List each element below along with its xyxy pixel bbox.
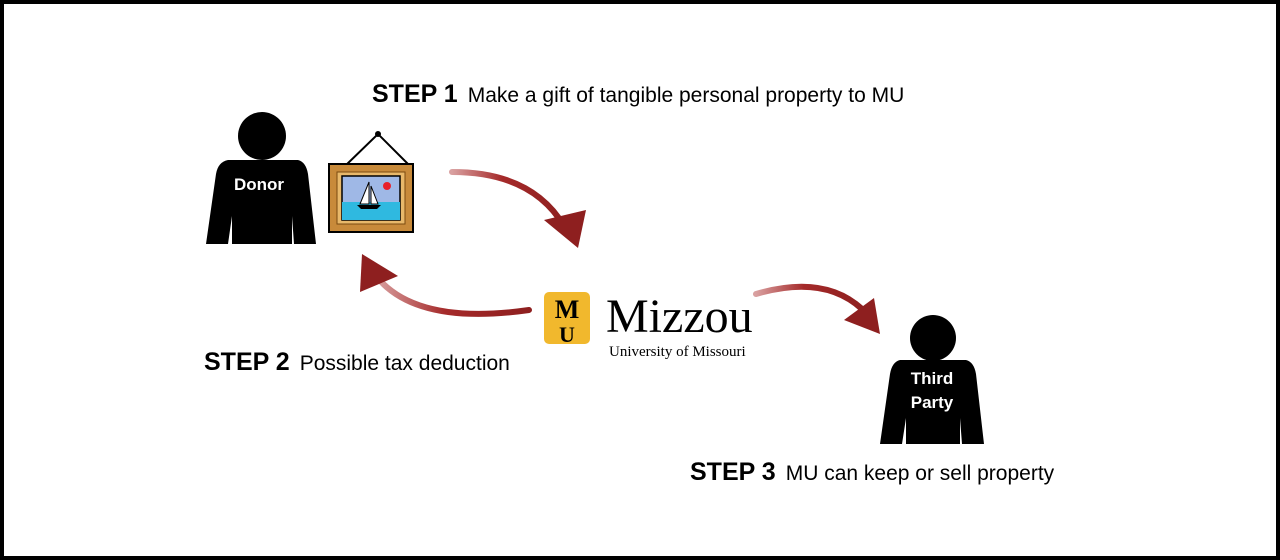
step-1-description: Make a gift of tangible personal propert…: [467, 84, 905, 107]
mizzou-wordmark: Mizzou: [606, 290, 753, 343]
step-2-number: STEP 2: [204, 348, 290, 376]
step-3-caption: STEP 3 MU can keep or sell property: [690, 458, 1054, 487]
arrow-donor-to-mu: [449, 169, 586, 248]
third-party-figure: Third Party: [880, 315, 984, 444]
step-1-caption: STEP 1 Make a gift of tangible personal p…: [372, 80, 904, 109]
step-3-number: STEP 3: [690, 458, 776, 486]
mizzou-logo: M U Mizzou University of Missouri: [544, 290, 753, 360]
framed-painting-icon: [328, 131, 414, 233]
donor-label: Donor: [234, 175, 284, 194]
third-party-label-line2: Party: [911, 393, 954, 412]
step-2-caption: STEP 2 Possible tax deduction: [204, 348, 510, 377]
step-2-description: Possible tax deduction: [299, 352, 510, 375]
diagram-graphics: Donor: [206, 112, 984, 444]
mizzou-subtitle: University of Missouri: [609, 344, 746, 360]
step-1-number: STEP 1: [372, 80, 458, 108]
third-party-label-line1: Third: [911, 369, 954, 388]
arrow-mu-to-third-party: [753, 283, 880, 334]
donor-figure: Donor: [206, 112, 316, 244]
svg-text:M: M: [555, 295, 580, 324]
arrow-mu-to-donor: [360, 254, 532, 317]
svg-text:U: U: [559, 322, 575, 347]
step-3-description: MU can keep or sell property: [785, 462, 1055, 485]
tiger-m-u-icon: M U: [544, 292, 590, 347]
